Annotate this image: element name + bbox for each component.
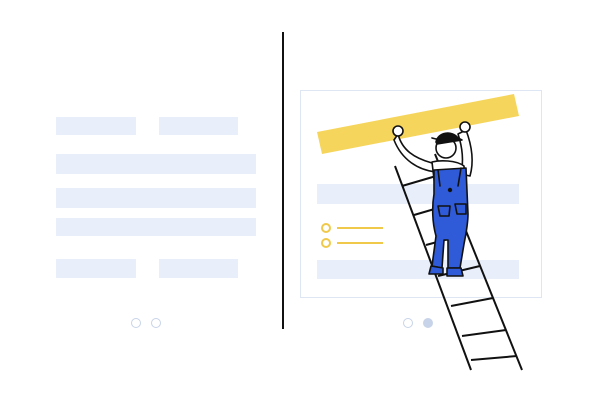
pagination-dot[interactable] [131,318,141,328]
divider [282,32,284,329]
placeholder-bar [317,184,519,204]
pagination-dot[interactable] [423,318,433,328]
placeholder-bar [56,218,256,236]
placeholder-bar [317,260,519,279]
placeholder-bar [56,188,256,208]
bullet-icon [321,238,331,248]
placeholder-bar [159,259,238,278]
bullet-list [321,223,383,248]
placeholder-bar [56,117,136,135]
placeholder-bar [56,259,136,278]
bullet-icon [321,223,331,233]
pagination-dot[interactable] [151,318,161,328]
yellow-beam [317,94,519,154]
placeholder-bar [159,117,238,135]
placeholder-bar [56,154,256,174]
pagination-dot[interactable] [403,318,413,328]
worker [392,121,473,277]
